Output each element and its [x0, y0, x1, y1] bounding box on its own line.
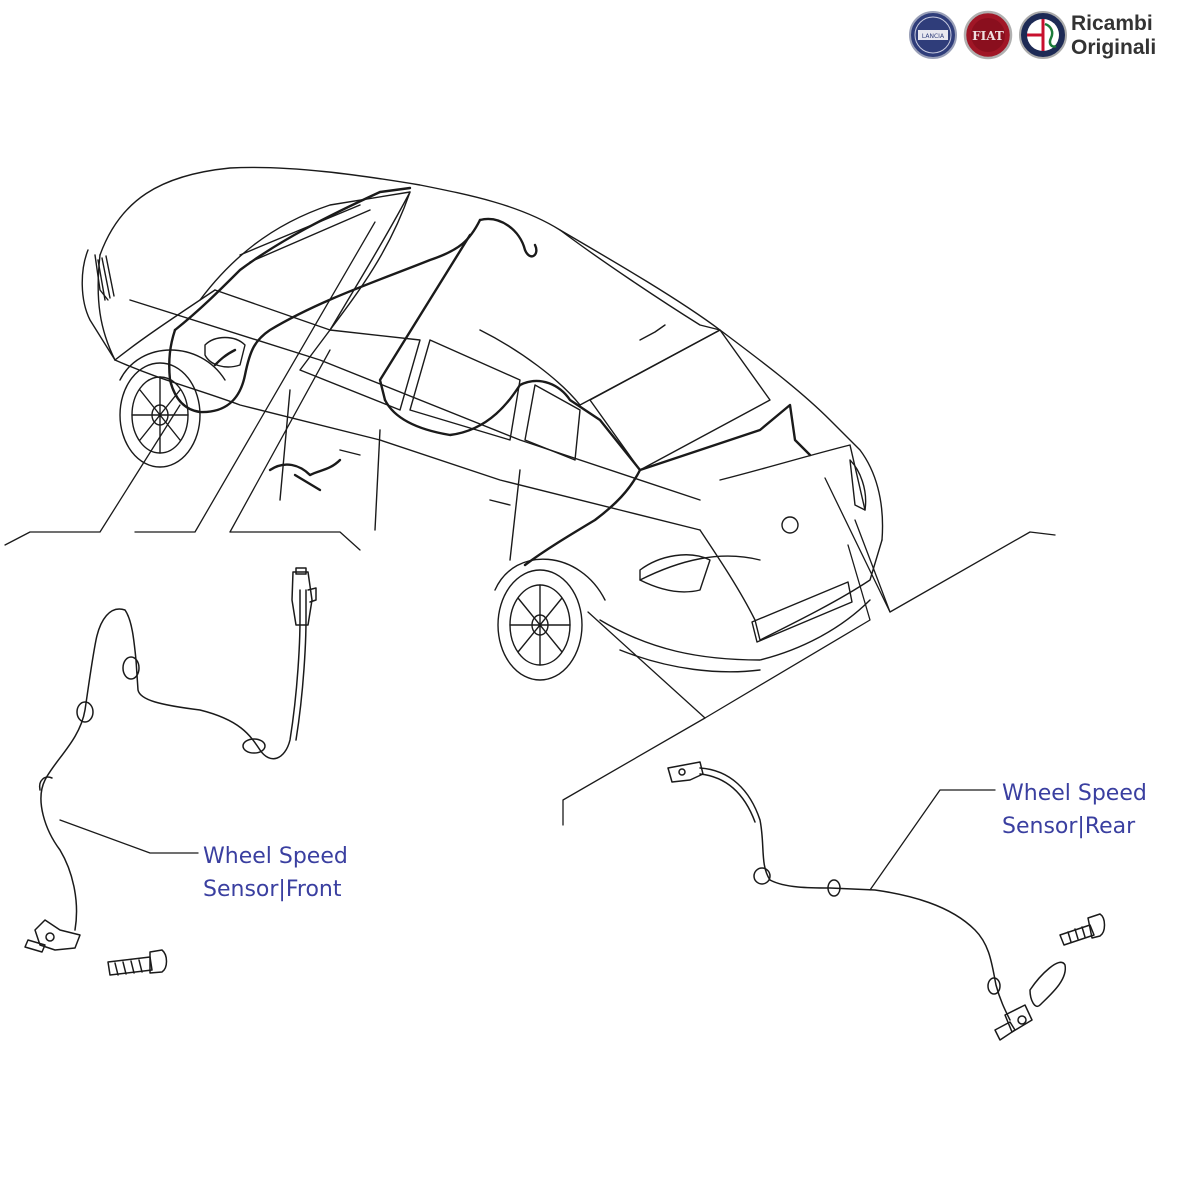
lancia-logo: LANCIA	[909, 11, 957, 59]
rear-sensor-label-line2: Sensor|Rear	[1002, 814, 1136, 839]
brand-text: Ricambi Originali	[1071, 12, 1156, 60]
brand-line1: Ricambi	[1071, 12, 1153, 35]
front-leader-lines	[4, 221, 376, 551]
svg-text:FIAT: FIAT	[972, 29, 1004, 43]
abs-wiring-harness	[168, 186, 812, 567]
rear-label-leader	[869, 789, 996, 891]
brand-header: LANCIA FIAT Ricambi Originali	[908, 8, 1180, 66]
alfa-romeo-logo	[1019, 11, 1067, 59]
rear-sensor-label: Wheel Speed Sensor|Rear	[1002, 777, 1147, 843]
front-sensor-label-line2: Sensor|Front	[203, 877, 342, 902]
svg-text:LANCIA: LANCIA	[922, 33, 945, 40]
front-sensor-label-line1: Wheel Speed	[203, 844, 348, 869]
front-label-leader	[59, 819, 199, 854]
brand-line2: Originali	[1071, 36, 1157, 59]
rear-sensor-label-line1: Wheel Speed	[1002, 781, 1147, 806]
fiat-logo: FIAT	[963, 10, 1013, 60]
rear-wheel-speed-sensor	[667, 761, 1106, 1041]
car-illustration	[81, 166, 884, 681]
rear-leader-lines	[562, 477, 1056, 826]
front-sensor-label: Wheel Speed Sensor|Front	[203, 840, 348, 906]
front-wheel-speed-sensor	[24, 567, 317, 976]
